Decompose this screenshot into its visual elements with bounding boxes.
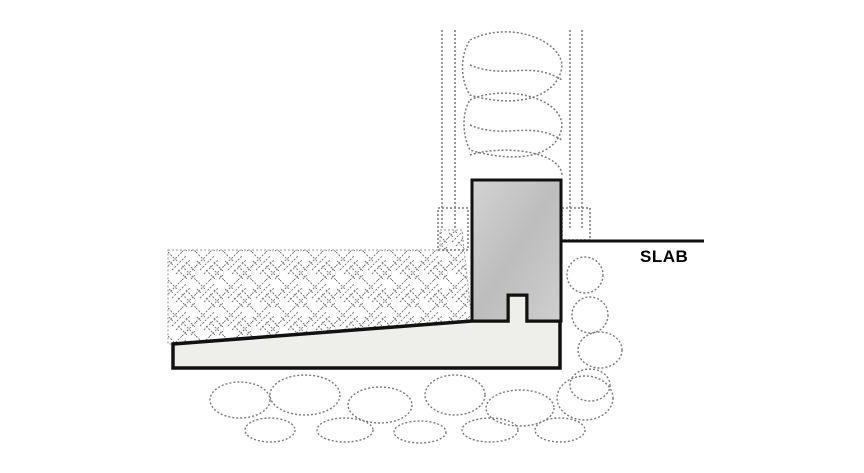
- soil-hatch-region: [167, 229, 473, 345]
- foundation-block: [470, 178, 563, 323]
- gravel-fill: [209, 256, 623, 444]
- slab-label: SLAB: [640, 247, 689, 266]
- insulation-batts: [461, 31, 563, 176]
